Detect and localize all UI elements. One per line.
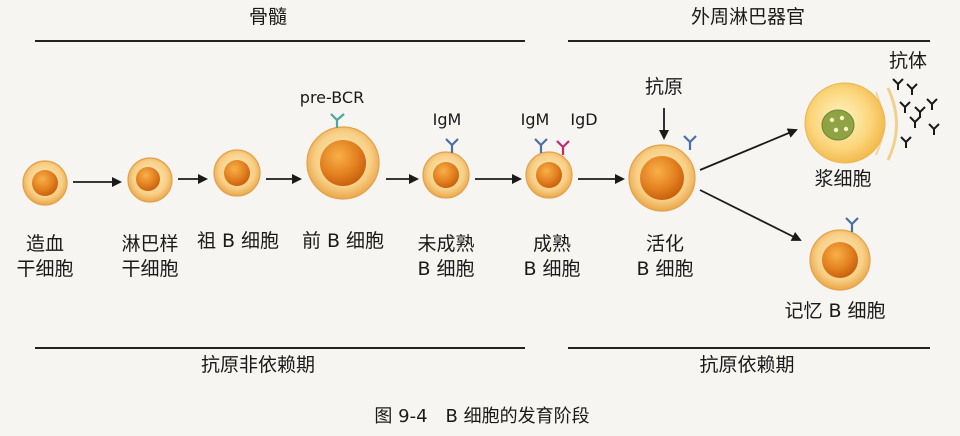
antigen-label: 抗原	[644, 76, 684, 98]
cell-pro-b	[213, 149, 261, 197]
cell-hematopoietic-stem	[22, 160, 68, 206]
section-label-antigen-independent: 抗原非依赖期	[200, 354, 316, 376]
cell-memory-b	[809, 229, 871, 291]
antibody-label: 抗体	[888, 50, 928, 72]
igm-receptor-mature-icon	[534, 138, 548, 153]
cell-pre-b	[306, 126, 380, 200]
figure-caption: 图 9-4 B 细胞的发育阶段	[374, 406, 590, 427]
memory-b-cell-label: 记忆 B 细胞	[784, 300, 886, 322]
divider-top-left	[35, 40, 525, 42]
igm-receptor-icon	[445, 138, 459, 153]
cell-activated-b	[628, 144, 696, 212]
igd-label: IgD	[570, 110, 598, 129]
divider-bottom-right	[568, 347, 930, 349]
activated-receptor-icon	[683, 135, 697, 150]
igd-receptor-icon	[556, 140, 570, 155]
stage-label-lymphoid: 淋巴样干细胞	[121, 233, 179, 280]
stage-label-pre-b: 前 B 细胞	[301, 230, 385, 252]
memory-receptor-icon	[845, 217, 859, 232]
pre-bcr-receptor-icon	[330, 113, 345, 128]
cell-plasma	[804, 82, 898, 164]
cell-mature-b	[525, 151, 573, 199]
plasma-cell-label: 浆细胞	[814, 168, 872, 190]
section-label-bone-marrow: 骨髓	[248, 6, 288, 28]
progression-arrows	[73, 108, 802, 241]
divider-top-right	[568, 40, 930, 42]
antibody-icons	[892, 78, 940, 148]
section-label-antigen-dependent: 抗原依赖期	[699, 354, 795, 376]
igm-label-mature: IgM	[520, 110, 550, 129]
cell-immature-b	[422, 151, 470, 199]
stage-label-hematopoietic: 造血干细胞	[16, 233, 74, 280]
section-label-peripheral: 外周淋巴器官	[690, 6, 806, 28]
stage-label-pro-b: 祖 B 细胞	[196, 230, 280, 252]
pre-bcr-label: pre-BCR	[299, 88, 365, 107]
igm-label-immature: IgM	[432, 110, 462, 129]
divider-bottom-left	[35, 347, 525, 349]
cell-lymphoid-stem	[127, 157, 173, 203]
